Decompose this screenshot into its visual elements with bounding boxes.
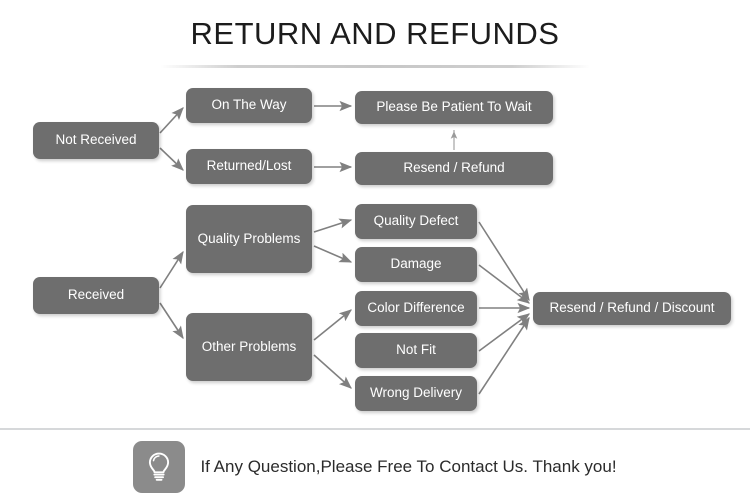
node-on-the-way[interactable]: On The Way	[186, 88, 312, 123]
edge-not-received-to-returned-lost	[159, 147, 184, 171]
edge-quality-defect-to-final	[478, 221, 530, 302]
footer-contact-text: If Any Question,Please Free To Contact U…	[200, 457, 617, 476]
lightbulb-icon	[133, 441, 186, 493]
footer-contact-bar: If Any Question,Please Free To Contact U…	[0, 436, 750, 498]
node-wrong-delivery[interactable]: Wrong Delivery	[355, 376, 477, 411]
title-divider	[160, 65, 590, 68]
edge-received-to-other-problems	[159, 302, 184, 340]
edge-wrong-delivery-to-final	[478, 316, 530, 395]
node-please-be-patient-to-wait[interactable]: Please Be Patient To Wait	[355, 91, 553, 124]
edge-other-problems-to-wrong-delivery	[313, 354, 352, 389]
node-not-fit[interactable]: Not Fit	[355, 333, 477, 368]
node-returned-lost[interactable]: Returned/Lost	[186, 149, 312, 184]
page-title: RETURN AND REFUNDS	[190, 16, 560, 51]
node-not-received[interactable]: Not Received	[33, 122, 159, 159]
edge-quality-problems-to-quality-defect	[313, 218, 353, 233]
node-damage[interactable]: Damage	[355, 247, 477, 282]
footer-divider	[0, 428, 750, 430]
edge-not-fit-to-final	[478, 313, 531, 352]
node-quality-defect[interactable]: Quality Defect	[355, 204, 477, 239]
edge-received-to-quality-problems	[159, 250, 184, 289]
edge-damage-to-final	[478, 264, 531, 304]
node-other-problems[interactable]: Other Problems	[186, 313, 312, 381]
node-quality-problems[interactable]: Quality Problems	[186, 205, 312, 273]
node-resend-refund-discount[interactable]: Resend / Refund / Discount	[533, 292, 731, 325]
node-received[interactable]: Received	[33, 277, 159, 314]
edge-other-problems-to-color-difference	[313, 309, 352, 341]
edge-not-received-to-on-the-way	[159, 107, 184, 134]
edge-quality-problems-to-damage	[313, 245, 353, 263]
node-color-difference[interactable]: Color Difference	[355, 291, 477, 326]
node-resend-refund[interactable]: Resend / Refund	[355, 152, 553, 185]
